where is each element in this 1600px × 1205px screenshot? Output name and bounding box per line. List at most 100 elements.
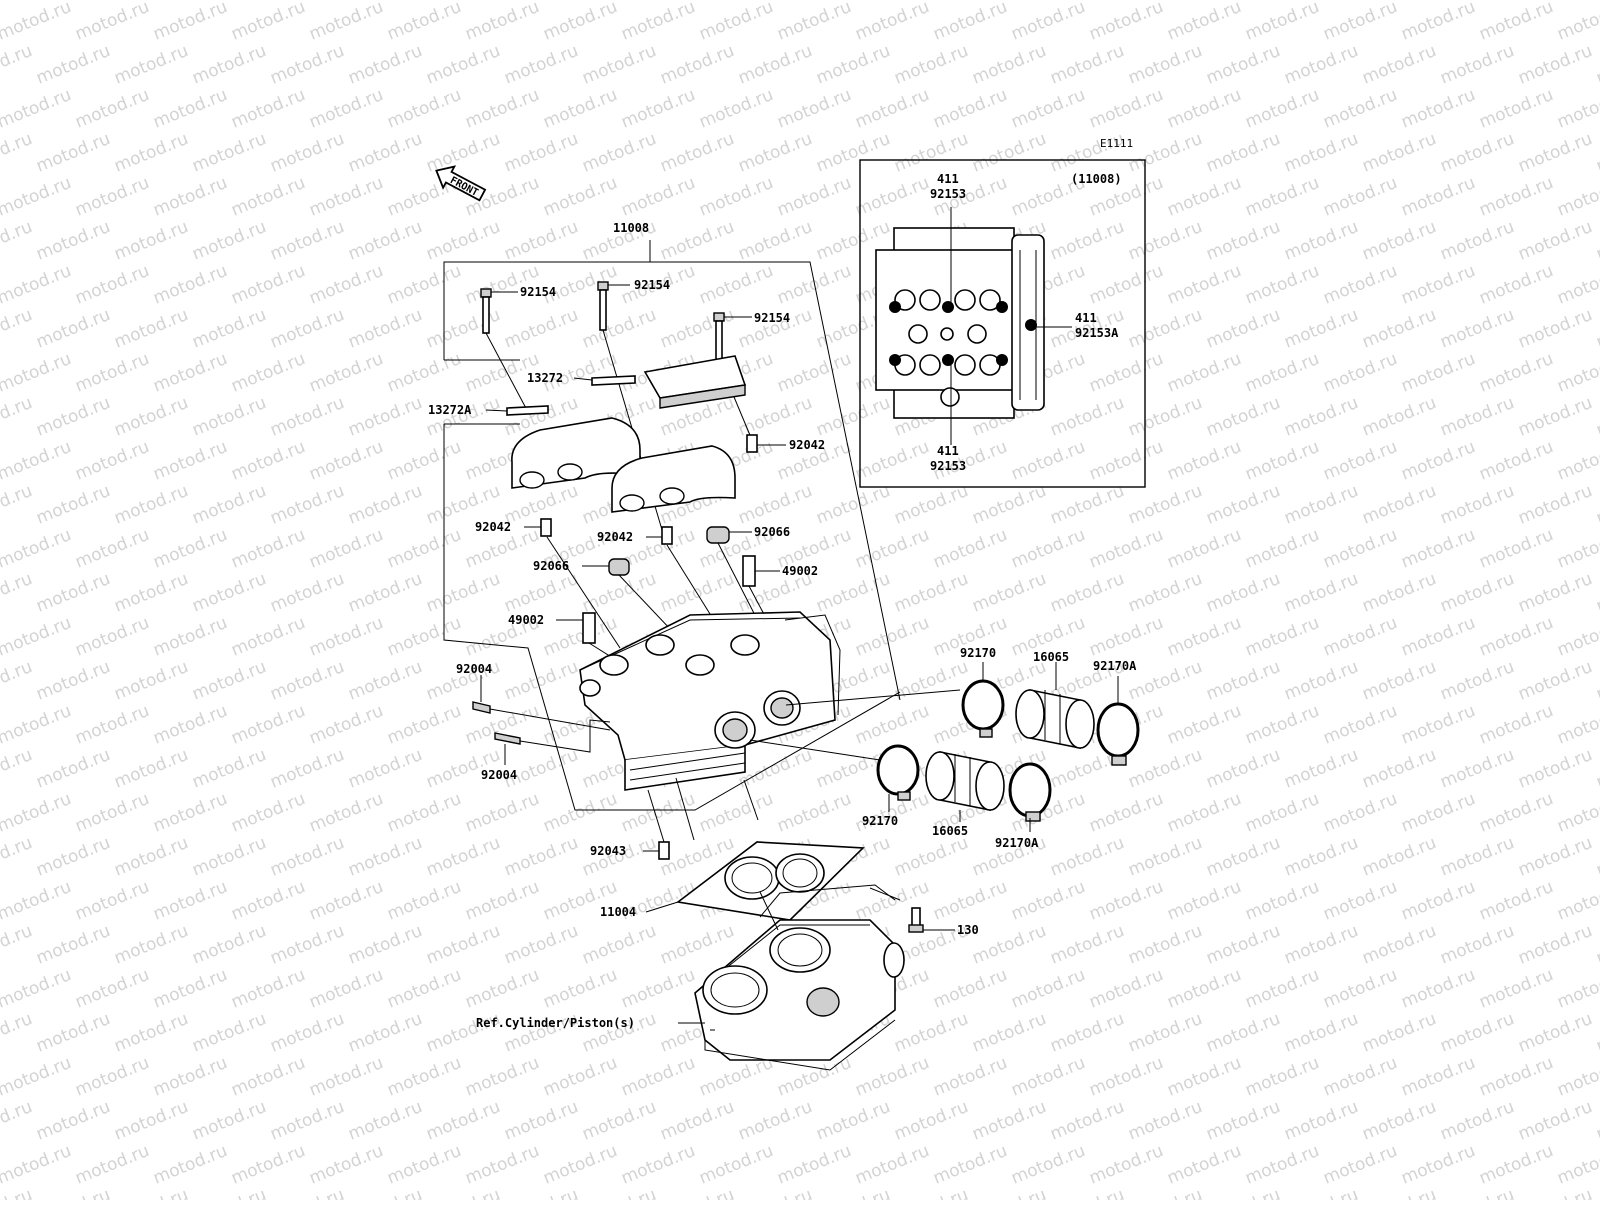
- watermark-text: motod.ru: [423, 921, 503, 969]
- watermark-text: motod.ru: [150, 1141, 230, 1189]
- watermark-text: motod.ru: [33, 657, 113, 705]
- callout-92066-right: 92066: [754, 525, 790, 539]
- watermark-text: motod.ru: [462, 789, 542, 837]
- watermark-text: motod.ru: [33, 921, 113, 969]
- watermark-text: motod.ru: [1086, 1053, 1166, 1101]
- watermark-text: motod.ru: [1203, 393, 1283, 441]
- watermark-text: motod.ru: [462, 877, 542, 925]
- watermark-text: motod.ru: [1398, 173, 1478, 221]
- watermark-text: motod.ru: [33, 1185, 113, 1200]
- watermark-text: motod.ru: [345, 305, 425, 353]
- watermark-text: motod.ru: [267, 217, 347, 265]
- watermark-text: motod.ru: [345, 921, 425, 969]
- watermark-text: motod.ru: [1281, 393, 1361, 441]
- watermark-text: motod.ru: [306, 877, 386, 925]
- watermark-text: motod.ru: [501, 833, 581, 881]
- watermark-text: motod.ru: [189, 833, 269, 881]
- watermark-text: motod.ru: [1320, 261, 1400, 309]
- watermark-text: motod.ru: [1398, 437, 1478, 485]
- watermark-text: motod.ru: [1125, 217, 1205, 265]
- watermark-text: motod.ru: [1281, 217, 1361, 265]
- watermark-text: motod.ru: [1047, 1097, 1127, 1145]
- watermark-text: motod.ru: [0, 921, 35, 969]
- watermark-text: motod.ru: [1437, 217, 1517, 265]
- watermark-text: motod.ru: [345, 1009, 425, 1057]
- watermark-text: motod.ru: [384, 613, 464, 661]
- watermark-text: motod.ru: [1281, 481, 1361, 529]
- watermark-text: motod.ru: [1203, 921, 1283, 969]
- watermark-text: motod.ru: [111, 41, 191, 89]
- watermark-text: motod.ru: [72, 437, 152, 485]
- dowel-pin-92043: [658, 841, 670, 860]
- watermark-text: motod.ru: [423, 833, 503, 881]
- watermark-text: motod.ru: [1437, 393, 1517, 441]
- watermark-text: motod.ru: [735, 481, 815, 529]
- watermark-text: motod.ru: [0, 1053, 74, 1101]
- watermark-text: motod.ru: [33, 1009, 113, 1057]
- watermark-text: motod.ru: [384, 437, 464, 485]
- watermark-text: motod.ru: [540, 173, 620, 221]
- watermark-text: motod.ru: [1281, 129, 1361, 177]
- watermark-text: motod.ru: [891, 129, 971, 177]
- watermark-text: motod.ru: [306, 965, 386, 1013]
- watermark-text: motod.ru: [384, 789, 464, 837]
- watermark-text: motod.ru: [33, 569, 113, 617]
- watermark-text: motod.ru: [501, 1097, 581, 1145]
- watermark-text: motod.ru: [1515, 921, 1595, 969]
- watermark-text: motod.ru: [1242, 1053, 1322, 1101]
- callout-92154-middle: 92154: [634, 278, 670, 292]
- watermark-text: motod.ru: [228, 0, 308, 45]
- watermark-text: motod.ru: [1398, 1053, 1478, 1101]
- watermark-text: motod.ru: [1125, 1097, 1205, 1145]
- watermark-text: motod.ru: [1281, 1185, 1361, 1200]
- watermark-text: motod.ru: [345, 0, 425, 1]
- watermark-text: motod.ru: [1242, 701, 1322, 749]
- watermark-text: motod.ru: [501, 305, 581, 353]
- watermark-text: motod.ru: [1476, 1053, 1556, 1101]
- watermark-text: motod.ru: [1320, 789, 1400, 837]
- watermark-text: motod.ru: [540, 0, 620, 45]
- watermark-text: motod.ru: [930, 0, 1010, 45]
- watermark-text: motod.ru: [852, 437, 932, 485]
- callout-92004-upper: 92004: [456, 662, 492, 676]
- watermark-text: motod.ru: [1515, 481, 1595, 529]
- watermark-text: motod.ru: [150, 877, 230, 925]
- watermark-text: motod.ru: [1554, 613, 1600, 661]
- watermark-text: motod.ru: [33, 1097, 113, 1145]
- watermark-text: motod.ru: [852, 1141, 932, 1189]
- watermark-text: motod.ru: [1047, 41, 1127, 89]
- watermark-text: motod.ru: [1281, 0, 1361, 1]
- watermark-text: motod.ru: [618, 1141, 698, 1189]
- watermark-text: motod.ru: [1437, 305, 1517, 353]
- watermark-text: motod.ru: [774, 1141, 854, 1189]
- watermark-text: motod.ru: [0, 0, 74, 45]
- watermark-text: motod.ru: [345, 745, 425, 793]
- watermark-text: motod.ru: [72, 789, 152, 837]
- watermark-text: motod.ru: [1437, 657, 1517, 705]
- watermark-text: motod.ru: [150, 349, 230, 397]
- watermark-text: motod.ru: [1398, 0, 1478, 45]
- valve-stem-seal-right: [706, 526, 761, 626]
- watermark-text: motod.ru: [1554, 261, 1600, 309]
- cylinder-head-gasket: [676, 841, 865, 921]
- watermark-text: motod.ru: [1086, 789, 1166, 837]
- watermark-text: motod.ru: [1398, 877, 1478, 925]
- watermark-text: motod.ru: [735, 129, 815, 177]
- watermark-text: motod.ru: [228, 1141, 308, 1189]
- watermark-text: motod.ru: [1008, 965, 1088, 1013]
- intake-holder-16065-lower: [925, 751, 1005, 811]
- watermark-text: motod.ru: [1437, 1185, 1517, 1200]
- watermark-text: motod.ru: [1125, 833, 1205, 881]
- watermark-text: motod.ru: [189, 1097, 269, 1145]
- watermark-text: motod.ru: [813, 41, 893, 89]
- watermark-text: motod.ru: [72, 1141, 152, 1189]
- callout-92154-left: 92154: [520, 285, 556, 299]
- watermark-text: motod.ru: [1476, 85, 1556, 133]
- watermark-text: motod.ru: [33, 129, 113, 177]
- watermark-text: motod.ru: [1125, 569, 1205, 617]
- watermark-text: motod.ru: [618, 85, 698, 133]
- watermark-text: motod.ru: [774, 349, 854, 397]
- watermark-text: motod.ru: [72, 525, 152, 573]
- watermark-text: motod.ru: [111, 393, 191, 441]
- watermark-text: motod.ru: [33, 41, 113, 89]
